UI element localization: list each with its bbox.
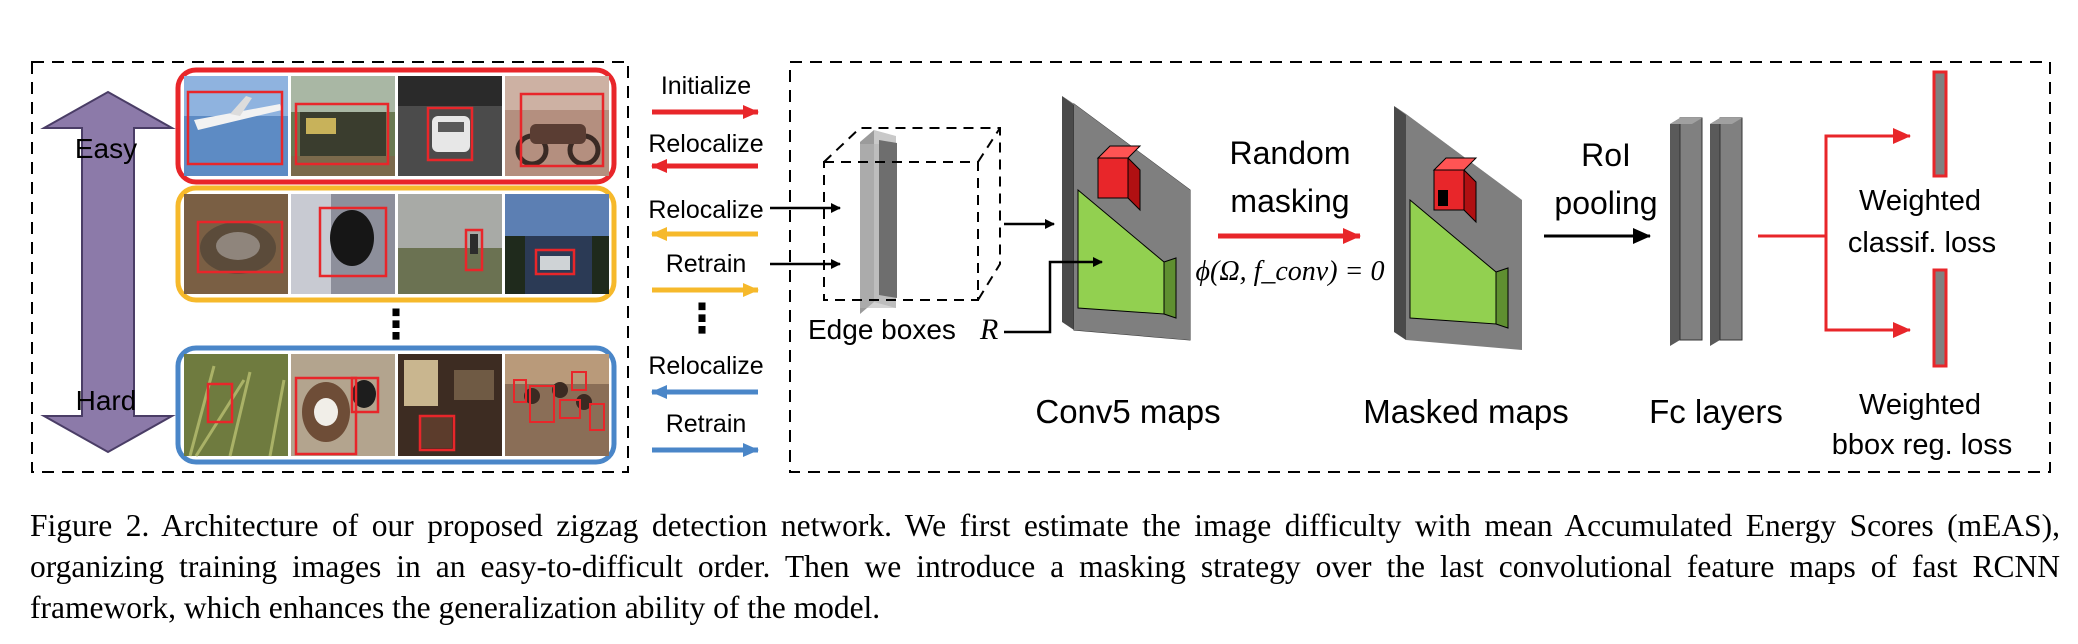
initialize-label: Initialize: [661, 72, 751, 100]
easy-label: Easy: [75, 133, 137, 164]
proposals-projection-arrow: [1004, 257, 1103, 334]
easy-thumbnail-motorbike: [505, 76, 609, 176]
bbox-loss-line2: bbox reg. loss: [1832, 429, 2013, 461]
retrain-label-1: Retrain: [666, 250, 747, 278]
curriculum-panel: [31, 61, 629, 473]
relocalize-label-1: Relocalize: [648, 130, 763, 158]
fc-layer-2: [1710, 117, 1743, 346]
hard-thumbnail-grass-bird: [184, 354, 288, 457]
easy-thumbnail-car: [398, 76, 502, 176]
retrain-label-2: Retrain: [666, 410, 747, 438]
masked-feature-map: [1394, 106, 1522, 350]
relocalize-label-3: Relocalize: [648, 352, 763, 380]
hard-images-row: [175, 345, 617, 465]
hard-thumbnail-people-table: [505, 354, 609, 456]
roi-pooling-line2: pooling: [1554, 185, 1657, 221]
fc-layer-1: [1670, 117, 1703, 346]
medium-thumbnail-field-person: [398, 194, 502, 294]
classification-output-bar: [1932, 70, 1948, 178]
medium-thumbnail-street-car: [505, 194, 609, 294]
random-masking-line1: Random: [1230, 135, 1351, 171]
medium-thumbnail-cat-basket: [184, 194, 288, 294]
classif-loss-line1: Weighted: [1859, 185, 1981, 217]
easy-thumbnail-airplane: [184, 76, 288, 176]
conv5-label: Conv5 maps: [1035, 393, 1220, 430]
random-masking-line2: masking: [1230, 183, 1349, 219]
edge-boxes-symbol: R: [979, 313, 998, 346]
medium-images-row: [175, 185, 617, 303]
figure-caption: Figure 2. Architecture of our proposed z…: [30, 508, 2060, 625]
bbox-loss-line1: Weighted: [1859, 389, 1981, 421]
medium-thumbnail-dog: [291, 194, 395, 294]
fc-layers-label: Fc layers: [1649, 393, 1783, 430]
relocalize-label-2: Relocalize: [648, 196, 763, 224]
fc-output-branch: [1758, 128, 1911, 338]
edge-boxes-cube: [823, 127, 1001, 314]
classif-loss-line2: classif. loss: [1848, 227, 1996, 259]
easy-thumbnail-train: [291, 76, 395, 176]
arrows-ellipsis: ⋮: [682, 297, 722, 341]
images-ellipsis: ⋮: [376, 303, 416, 347]
bbox-output-bar: [1932, 268, 1948, 368]
edge-boxes-label: Edge boxes: [808, 314, 956, 345]
easy-hard-double-arrow: [40, 90, 176, 454]
masking-formula: ϕ(Ω, f_conv) = 0: [1196, 256, 1385, 287]
easy-images-row: [175, 67, 617, 185]
hard-thumbnail-room: [398, 354, 502, 456]
masked-maps-label: Masked maps: [1363, 393, 1568, 430]
roi-pooling-line1: RoI: [1581, 137, 1631, 173]
conv5-feature-map: [1062, 96, 1191, 341]
hard-thumbnail-dogs: [291, 354, 395, 456]
network-panel: [789, 61, 2051, 473]
hard-label: Hard: [76, 385, 137, 416]
